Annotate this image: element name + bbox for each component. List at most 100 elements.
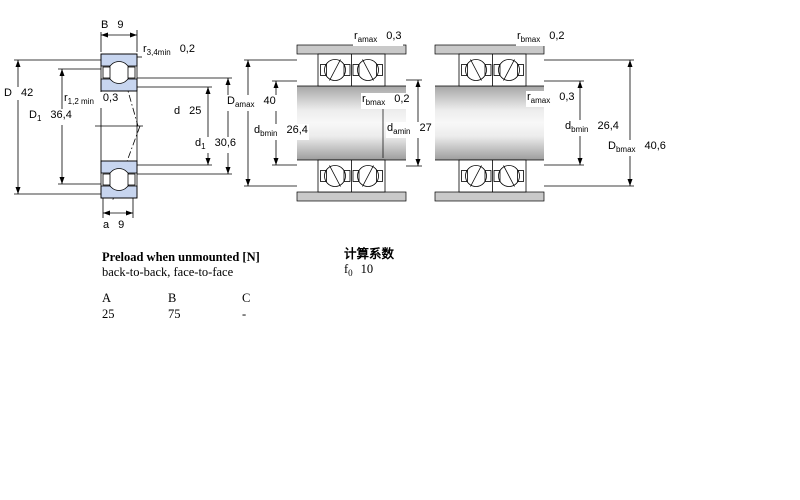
dim-value: 42 [20, 87, 34, 99]
ext-line-B [100, 30, 138, 52]
dimension-arrows [245, 60, 421, 186]
contact-lines [470, 59, 515, 81]
dim-base: D [227, 95, 235, 107]
ext-line-Dbmax [544, 59, 634, 187]
contact-lines [329, 59, 374, 81]
dim-base: a [103, 219, 110, 231]
ball [465, 59, 487, 81]
preload-title: Preload when unmounted [N] [102, 250, 260, 264]
dim-sub: amin [393, 127, 411, 136]
dim-base: d [565, 120, 572, 132]
paired-bearing-drawing-right [434, 44, 634, 202]
dim-value: 0,2 [394, 93, 410, 105]
dim-base: D [608, 140, 616, 152]
cage [343, 170, 351, 182]
dim-base: r [517, 30, 521, 42]
cage [352, 64, 360, 76]
dim-label-r12: r1,2 min 0,3 [63, 92, 120, 108]
dim-value: 0,3 [102, 92, 119, 104]
cage [461, 64, 468, 76]
contact-lines [329, 165, 374, 187]
dim-sub: bmin [260, 129, 278, 138]
calculation-factors-title: 计算系数 [344, 247, 395, 261]
dim-value: 40,6 [644, 140, 666, 152]
dim-base: d [387, 122, 394, 134]
dim-sub: bmax [615, 145, 636, 154]
cage [127, 66, 136, 79]
dim-sub: bmax [365, 98, 386, 107]
ext-line-D [14, 59, 101, 195]
bearing-pair-bottom [317, 159, 386, 193]
col-a-value: 25 [102, 307, 115, 321]
f0-base: f [344, 262, 349, 276]
shaft [435, 86, 544, 160]
ext-line-dbmin [544, 80, 584, 166]
dim-sub: bmax [520, 35, 541, 44]
dim-base: B [101, 19, 109, 31]
ball [498, 165, 520, 187]
contact-lines [470, 165, 515, 187]
cage [102, 173, 111, 186]
dim-base: r [362, 93, 366, 105]
cage [343, 64, 351, 76]
f0-value: 10 [360, 262, 374, 276]
ball [324, 59, 346, 81]
dim-value: 25 [189, 105, 202, 117]
contact-angle-line [111, 55, 141, 203]
bearing-pair-top [458, 53, 527, 87]
ball [324, 165, 346, 187]
section-outline [100, 160, 138, 199]
dim-label-Dbmax: Dbmax 40,6 [607, 140, 667, 156]
cage [320, 170, 327, 182]
ball [107, 61, 131, 84]
housing-strip [296, 191, 407, 202]
dim-base: r [354, 30, 358, 42]
cage [376, 64, 383, 76]
section-outline [100, 53, 138, 92]
col-a-header: A [102, 291, 112, 305]
cage [376, 170, 383, 182]
housing-strip [296, 44, 407, 55]
cage [320, 64, 327, 76]
dim-value: 9 [117, 19, 124, 31]
col-c-value: - [242, 307, 247, 321]
ext-line-damin [406, 79, 422, 167]
dim-base: r [64, 92, 68, 104]
dim-sub: amax [234, 100, 255, 109]
paired-bearing-drawing-middle [244, 44, 422, 202]
cage [493, 64, 501, 76]
col-c-header: C [242, 291, 251, 305]
dim-base: d [254, 124, 261, 136]
cage [493, 170, 501, 182]
dim-base: D [29, 109, 37, 121]
dim-base: d [195, 137, 202, 149]
cage [517, 64, 524, 76]
dim-base: r [527, 91, 531, 103]
ext-line-d1 [137, 77, 232, 175]
ball [107, 168, 131, 191]
dim-sub: amax [357, 35, 378, 44]
housing-strip [434, 191, 545, 202]
cage [517, 170, 524, 182]
cage [461, 170, 468, 182]
dim-value: 30,6 [214, 137, 236, 149]
dim-sub: 3,4min [146, 48, 171, 57]
dim-value: 40 [263, 95, 276, 107]
dimension-arrows [15, 32, 231, 216]
ball [357, 59, 379, 81]
ball [357, 165, 379, 187]
ball [465, 165, 487, 187]
dim-sub: 1,2 min [67, 97, 94, 106]
dim-label-Damax: Damax 40 [226, 95, 277, 111]
